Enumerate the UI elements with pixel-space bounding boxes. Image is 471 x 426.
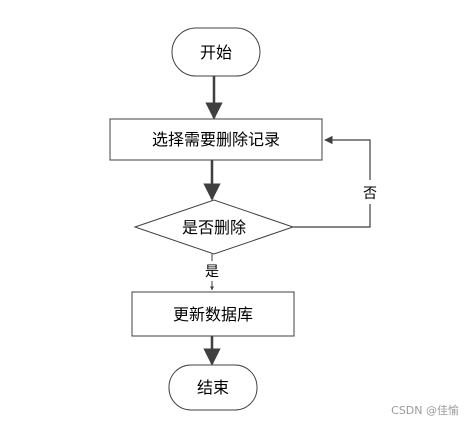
watermark: CSDN @佳愉 <box>391 403 459 417</box>
select-record-label: 选择需要删除记录 <box>152 130 280 149</box>
start-node: 开始 <box>171 27 261 77</box>
no-label: 否 <box>363 186 377 202</box>
end-label: 结束 <box>197 378 229 397</box>
decision-node: 是否删除 <box>133 199 295 255</box>
start-label: 开始 <box>200 43 232 62</box>
decision-label: 是否删除 <box>182 218 246 237</box>
end-node: 结束 <box>168 364 258 411</box>
yes-label-bg <box>204 261 222 281</box>
yes-label: 是 <box>205 264 219 280</box>
update-database-node: 更新数据库 <box>131 291 295 337</box>
no-label-bg <box>361 180 379 204</box>
select-record-node: 选择需要删除记录 <box>109 118 323 161</box>
update-database-label: 更新数据库 <box>173 305 253 324</box>
